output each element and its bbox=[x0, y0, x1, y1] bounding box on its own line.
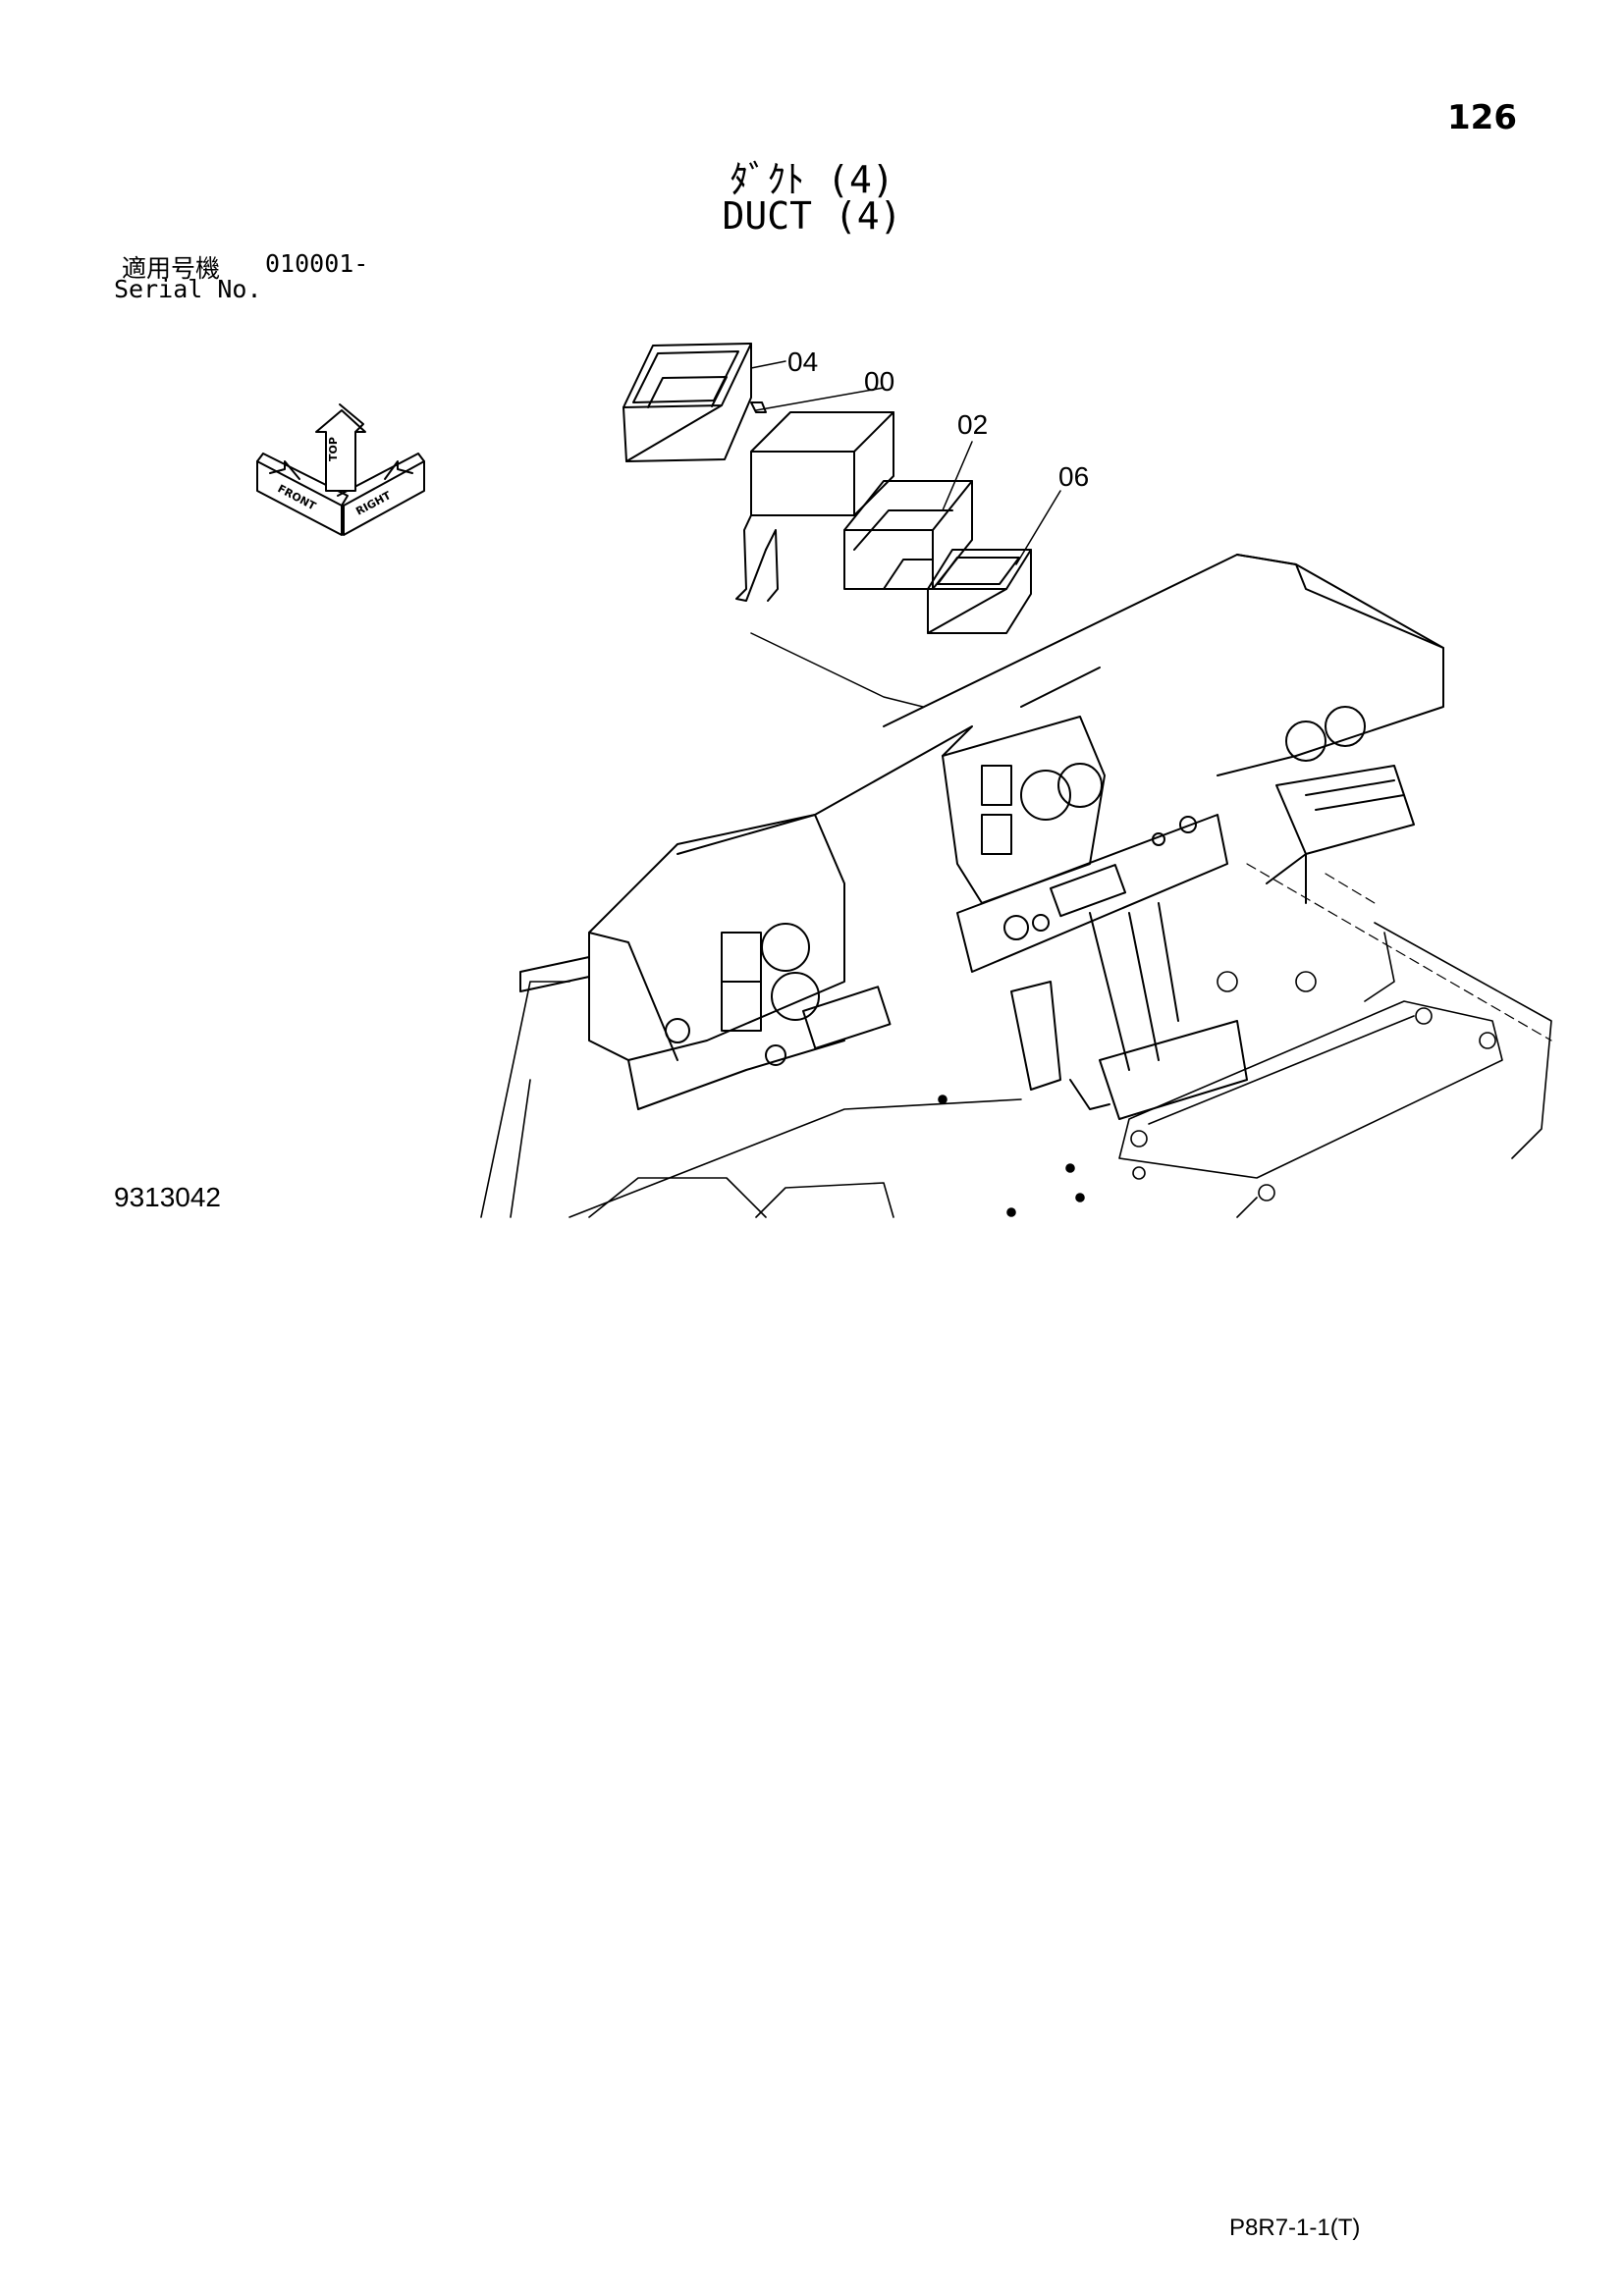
callout-06: 06 bbox=[1058, 461, 1089, 492]
callout-00: 00 bbox=[864, 366, 894, 397]
page-reference: P8R7-1-1(T) bbox=[1229, 2215, 1361, 2241]
duct-02 bbox=[843, 480, 973, 590]
dashboard-console bbox=[519, 554, 1444, 1120]
title-japanese: ﾀﾞｸﾄ (4) bbox=[730, 158, 894, 201]
callout-02: 02 bbox=[957, 409, 988, 440]
exploded-parts-diagram: FRONT RIGHT TOP 04 00 02 06 bbox=[256, 343, 1552, 1218]
title-english: DUCT (4) bbox=[722, 194, 902, 238]
duct-seal-04 bbox=[623, 343, 752, 462]
serial-label-japanese: 適用号機 bbox=[122, 254, 221, 283]
callout-04: 04 bbox=[787, 347, 818, 377]
serial-label-english: Serial No. bbox=[114, 275, 262, 303]
page-number: 126 bbox=[1447, 98, 1517, 137]
serial-value: 010001- bbox=[265, 249, 369, 278]
orientation-top-label: TOP bbox=[327, 437, 340, 461]
duct-bracket-00 bbox=[735, 401, 894, 602]
orientation-indicator-icon bbox=[256, 403, 425, 536]
duct-seal-06 bbox=[927, 549, 1032, 634]
floor-plate bbox=[480, 922, 1552, 1218]
figure-number: 9313042 bbox=[114, 1182, 222, 1212]
